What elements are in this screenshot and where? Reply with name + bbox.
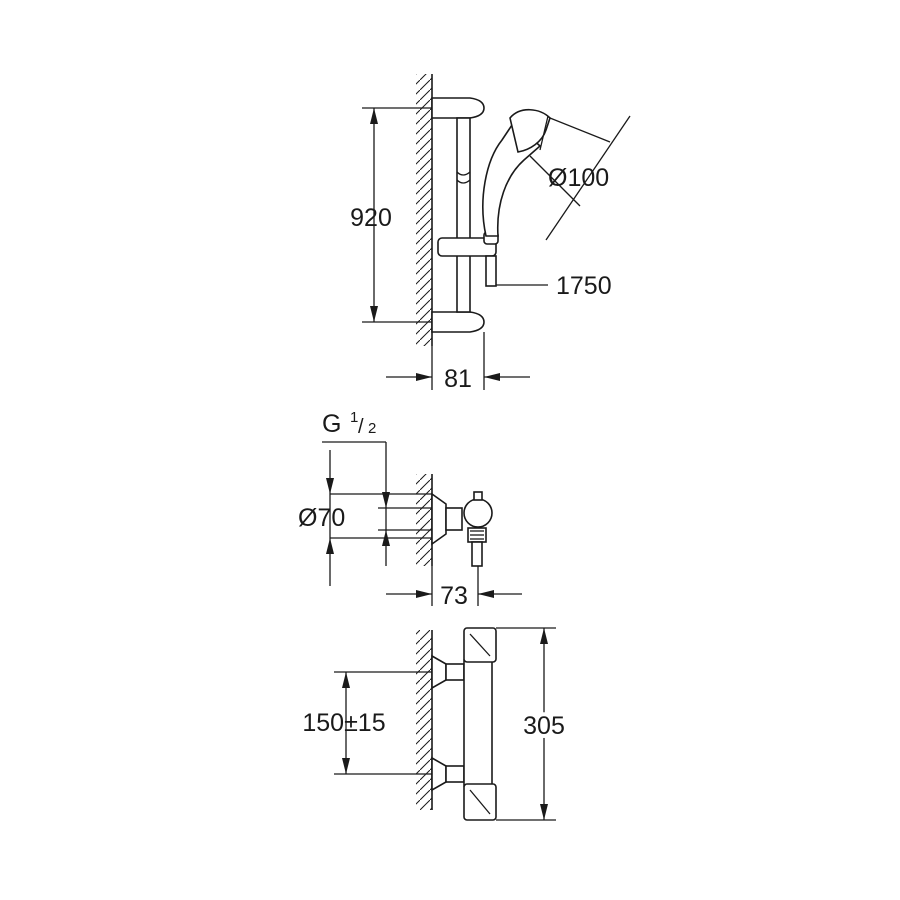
rail-top-bracket (431, 97, 485, 119)
dim-81-arrow-left (416, 373, 432, 381)
mixer-body (463, 498, 493, 528)
dim-305-arrow-bottom (540, 804, 548, 820)
dim-70-arrow-top (326, 478, 334, 494)
dim-81-arrow-right (484, 373, 500, 381)
mixer-front-view: 150±15 305 (302, 627, 569, 821)
handle-detail-bottom (469, 789, 491, 815)
dim-73-label: 73 (440, 582, 468, 610)
escutcheon (431, 492, 447, 546)
handle-detail-top (469, 633, 491, 657)
thread-denominator: 2 (368, 420, 376, 437)
dim-150-arrow-top (342, 672, 350, 688)
lower-connector (445, 765, 465, 783)
dim-73-arrow-right (478, 590, 494, 598)
rail-slider (437, 237, 497, 257)
dim-73-arrow-left (416, 590, 432, 598)
lower-escutcheon (431, 756, 447, 792)
wall-hatch-2 (416, 474, 432, 566)
thread-label: G (322, 410, 341, 438)
rail-break (456, 171, 471, 176)
upper-escutcheon (431, 654, 447, 690)
mixer-top-cap (473, 491, 483, 501)
handshower-face (539, 115, 549, 151)
rail-bottom-bracket (431, 311, 485, 333)
rail-break-2 (456, 179, 471, 184)
dim-100-ext-1 (549, 117, 611, 143)
outlet-stem (471, 541, 483, 567)
hose-outlet (485, 255, 497, 287)
dim-920-label: 920 (350, 204, 392, 232)
dim-305-label: 305 (523, 712, 565, 740)
upper-connector (445, 663, 465, 681)
connector (445, 507, 463, 531)
mixer-body-front (463, 659, 493, 787)
dim-150-label: 150±15 (302, 709, 385, 737)
dim-1750-label: 1750 (556, 272, 612, 300)
wall-hatch-3 (416, 630, 432, 810)
rail-bar (456, 117, 471, 313)
thread-arrow-top (382, 492, 390, 508)
dim-100-ext-2 (529, 155, 581, 207)
dim-70-label: Ø70 (298, 504, 345, 532)
wall-hatch (416, 74, 432, 346)
dim-920-arrow-top (370, 108, 378, 124)
rail-view: 920 Ø100 1750 81 (350, 74, 631, 393)
dim-81-label: 81 (444, 365, 472, 393)
mixer-side-view: G 1 / 2 Ø70 73 (298, 409, 522, 610)
thread-slash: / (358, 416, 364, 438)
dim-920-arrow-bottom (370, 306, 378, 322)
dim-100-line (545, 115, 631, 241)
dim-70-arrow-bottom (326, 538, 334, 554)
dim-100-label: Ø100 (548, 164, 609, 192)
dim-305-arrow-top (540, 628, 548, 644)
handshower-head (509, 108, 551, 153)
thread-numerator: 1 (350, 409, 358, 426)
dim-150-arrow-bottom (342, 758, 350, 774)
